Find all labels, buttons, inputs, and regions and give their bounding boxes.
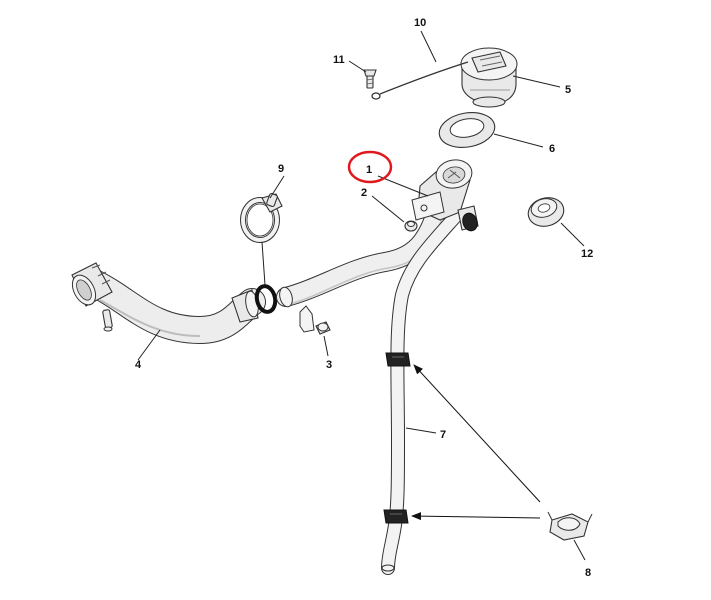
leader-11 [348, 60, 367, 73]
leader-6 [493, 133, 544, 148]
leader-7 [405, 427, 437, 434]
callout-8: 8 [585, 567, 591, 579]
bracket-bolt [315, 321, 331, 335]
leader-8 [573, 539, 586, 561]
cap-gasket [438, 112, 496, 148]
fuel-cap [460, 47, 518, 108]
callout-labels: 1 2 3 4 5 6 7 8 9 10 11 12 [135, 17, 593, 579]
installed-hose-clamp [254, 284, 278, 314]
filler-neck-head [411, 159, 479, 232]
cap-tether [371, 61, 469, 100]
installed-tube-clip-lower [383, 509, 409, 524]
callout-11: 11 [333, 54, 345, 66]
leader-5 [512, 75, 561, 88]
mounting-bolt [404, 220, 418, 232]
installed-tube-clip-upper [385, 352, 411, 367]
filler-neck-pipe [276, 190, 450, 333]
leader-1 [377, 175, 429, 197]
leader-2 [371, 195, 405, 223]
hose-clamp [240, 193, 283, 243]
callout-3: 3 [326, 359, 332, 371]
highlight-circle [347, 150, 393, 184]
grommet [527, 197, 565, 227]
leader-3 [323, 335, 329, 357]
neck-lower-bracket [299, 305, 315, 333]
callout-5: 5 [565, 84, 571, 96]
callout-4: 4 [135, 359, 142, 371]
clamp-position-leader [261, 241, 266, 286]
callout-2: 2 [361, 187, 367, 199]
clip-arrow-lower [411, 512, 541, 521]
hose-inlet-connector [71, 262, 113, 332]
tether-screw [363, 69, 377, 89]
callout-7: 7 [440, 429, 446, 441]
leader-lines [137, 30, 586, 561]
leader-10 [420, 30, 437, 63]
leader-4 [137, 329, 161, 361]
callout-9: 9 [278, 163, 284, 175]
filler-hose [71, 262, 266, 344]
vent-tube [381, 209, 463, 575]
leader-12 [560, 222, 585, 247]
leader-9 [269, 175, 285, 199]
callout-1: 1 [366, 164, 372, 176]
callout-6: 6 [549, 143, 555, 155]
clip-arrow-upper [413, 364, 541, 503]
tube-clip [547, 511, 593, 541]
callout-12: 12 [581, 248, 593, 260]
callout-10: 10 [414, 17, 426, 29]
